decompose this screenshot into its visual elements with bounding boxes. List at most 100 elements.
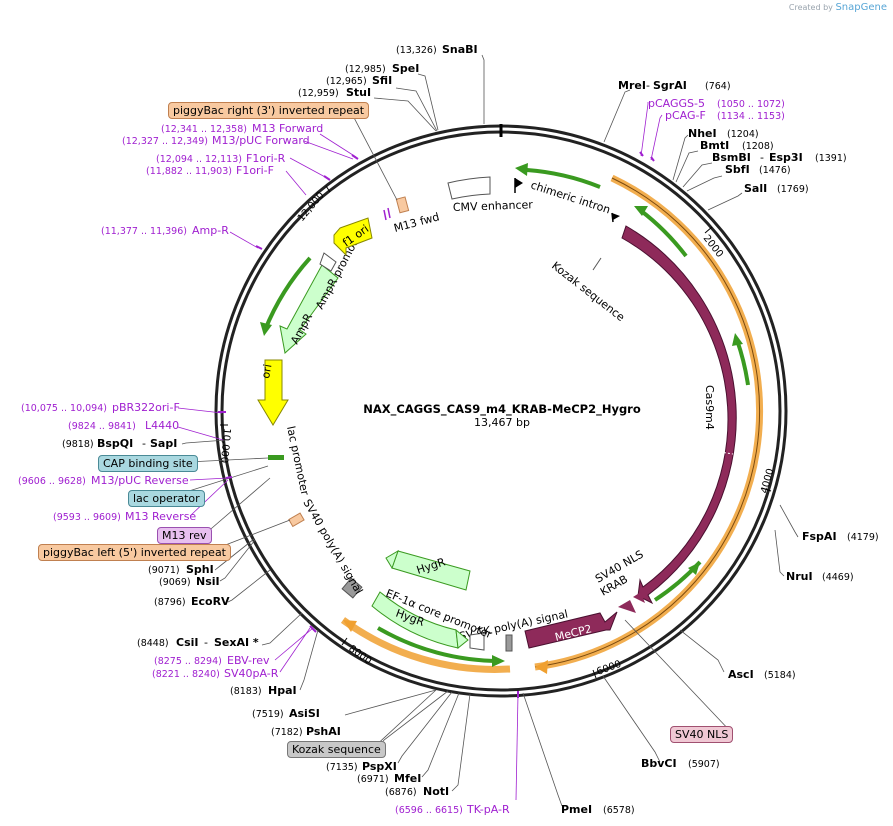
primer-name: EBV-rev [227, 654, 270, 667]
map-graphic [455, 628, 469, 649]
site-name-sfii: SfiI [372, 74, 392, 87]
boxed-feature-m13-rev[interactable]: M13 rev [157, 527, 212, 544]
primer-name: M13/pUC Forward [212, 134, 310, 147]
site-coord: (4179) [847, 532, 879, 543]
ruler-tick-8000: 8000 [346, 643, 373, 667]
map-graphic [624, 619, 733, 734]
site-sep: - [142, 437, 146, 450]
site-coord: (1208) [742, 141, 774, 152]
map-graphic [299, 629, 319, 691]
site-coord: (13,326) [396, 45, 437, 56]
primer-coord: (11,882 .. 11,903) [146, 166, 232, 177]
map-graphic [261, 612, 303, 646]
m13-fwd-feature[interactable] [395, 196, 410, 214]
map-graphic [344, 689, 437, 716]
ampr-feature[interactable] [279, 264, 339, 354]
map-graphic [371, 689, 437, 750]
map-graphic [377, 690, 449, 749]
map-graphic [611, 212, 614, 223]
map-graphic [225, 476, 233, 479]
map-graphic [704, 226, 713, 234]
primer-coord: (12,094 .. 12,113) [156, 154, 242, 165]
cas9m4-label: Cas9m4 [703, 385, 716, 430]
boxed-feature-piggybac-right[interactable]: piggyBac right (3') inverted repeat [168, 102, 370, 119]
site-name-snabi: SnaBI [442, 43, 478, 56]
site-coord: (6578) [603, 805, 635, 816]
primer-coord: (12,327 .. 12,349) [122, 136, 208, 147]
primer-coord: (1050 .. 1072) [717, 99, 785, 110]
orf-green-hygr [376, 626, 501, 663]
boxed-feature-label: SV40 NLS [675, 728, 729, 741]
map-graphic [260, 322, 272, 336]
boxed-feature-kozak[interactable]: Kozak sequence [287, 741, 386, 758]
boxed-feature-sv40-nls[interactable]: SV40 NLS [670, 726, 734, 743]
sv40-polya-feature[interactable] [341, 577, 363, 599]
map-graphic [761, 487, 772, 492]
site-name-pmei: PmeI [561, 803, 592, 816]
site-coord: (6876) [385, 787, 417, 798]
site-coord: (1391) [815, 153, 847, 164]
site-coord: (1769) [777, 184, 809, 195]
ori-label: ori [259, 363, 274, 379]
site-sep: - [646, 79, 650, 92]
sv40-nls-feature[interactable] [633, 592, 645, 603]
site-coord: (8183) [230, 686, 262, 697]
map-graphic [515, 178, 523, 188]
map-graphic [255, 245, 263, 250]
site-name-pshai: PshAI [306, 725, 341, 738]
plasmid-name: NAX_CAGGS_CAS9_m4_KRAB-MeCP2_Hygro [363, 402, 641, 417]
map-graphic [603, 89, 631, 143]
site-coord: (764) [705, 81, 731, 92]
site-coord: (1204) [727, 129, 759, 140]
map-graphic [227, 569, 271, 603]
hsv-tk-polya-feature[interactable] [505, 634, 513, 652]
ruler-tick-10000: 10,000 [218, 428, 232, 464]
lac-region-mark [268, 455, 284, 460]
site-name-asci: AscI [728, 668, 754, 681]
map-graphic [309, 625, 317, 633]
map-graphic [341, 637, 348, 646]
site-name-ecorv: EcoRV [191, 595, 230, 608]
primer-name: Amp-R [192, 224, 229, 237]
ef1a-promoter-feature[interactable] [469, 632, 485, 651]
sv40-polya-label: SV40 poly(A) signal [300, 497, 365, 597]
site-coord: (7519) [252, 709, 284, 720]
site-coord: (12,965) [326, 76, 367, 87]
site-name-sgrai: SgrAI [653, 79, 687, 92]
primer-name: L4440 [145, 419, 179, 432]
map-graphic [481, 54, 485, 124]
boxed-feature-label: piggyBac right (3') inverted repeat [173, 104, 365, 117]
map-graphic [451, 693, 471, 792]
site-name-fspai: FspAI [802, 530, 837, 543]
orf-orange-left [340, 617, 511, 673]
site-name-csii: CsiI [176, 636, 198, 649]
primer-coord: (1134 .. 1153) [717, 111, 785, 122]
site-coord: (5907) [688, 759, 720, 770]
boxed-feature-cap-binding-site[interactable]: CAP binding site [98, 455, 198, 472]
boxed-feature-piggybac-left[interactable]: piggyBac left (5') inverted repeat [38, 544, 231, 561]
site-name-stui: StuI [346, 86, 371, 99]
map-graphic [682, 162, 713, 188]
site-coord: (7135) [326, 762, 358, 773]
site-name-sphi: SphI [186, 563, 214, 576]
primer-name: TK-pA-R [466, 803, 510, 816]
map-graphic [214, 538, 255, 571]
ampr-promoter-feature[interactable] [319, 252, 337, 272]
map-graphic [325, 185, 331, 193]
map-graphic [177, 407, 223, 414]
map-graphic [219, 539, 256, 582]
map-graphic [319, 133, 357, 158]
primer-coord: (8275 .. 8294) [154, 656, 222, 667]
site-name-krei: MreI [618, 79, 646, 92]
site-name-sexai: SexAI * [214, 636, 259, 649]
f1-ori-feature[interactable] [333, 217, 373, 257]
site-name-nrui: NruI [786, 570, 813, 583]
ori-feature[interactable] [257, 359, 289, 426]
primer-name: F1ori-R [246, 152, 286, 165]
cmv-enhancer-feature[interactable] [447, 176, 491, 200]
krab-feature[interactable] [618, 600, 636, 613]
mecp2-feature[interactable] [524, 611, 618, 649]
map-graphic [640, 102, 649, 157]
boxed-feature-lac-operator[interactable]: lac operator [128, 490, 205, 507]
